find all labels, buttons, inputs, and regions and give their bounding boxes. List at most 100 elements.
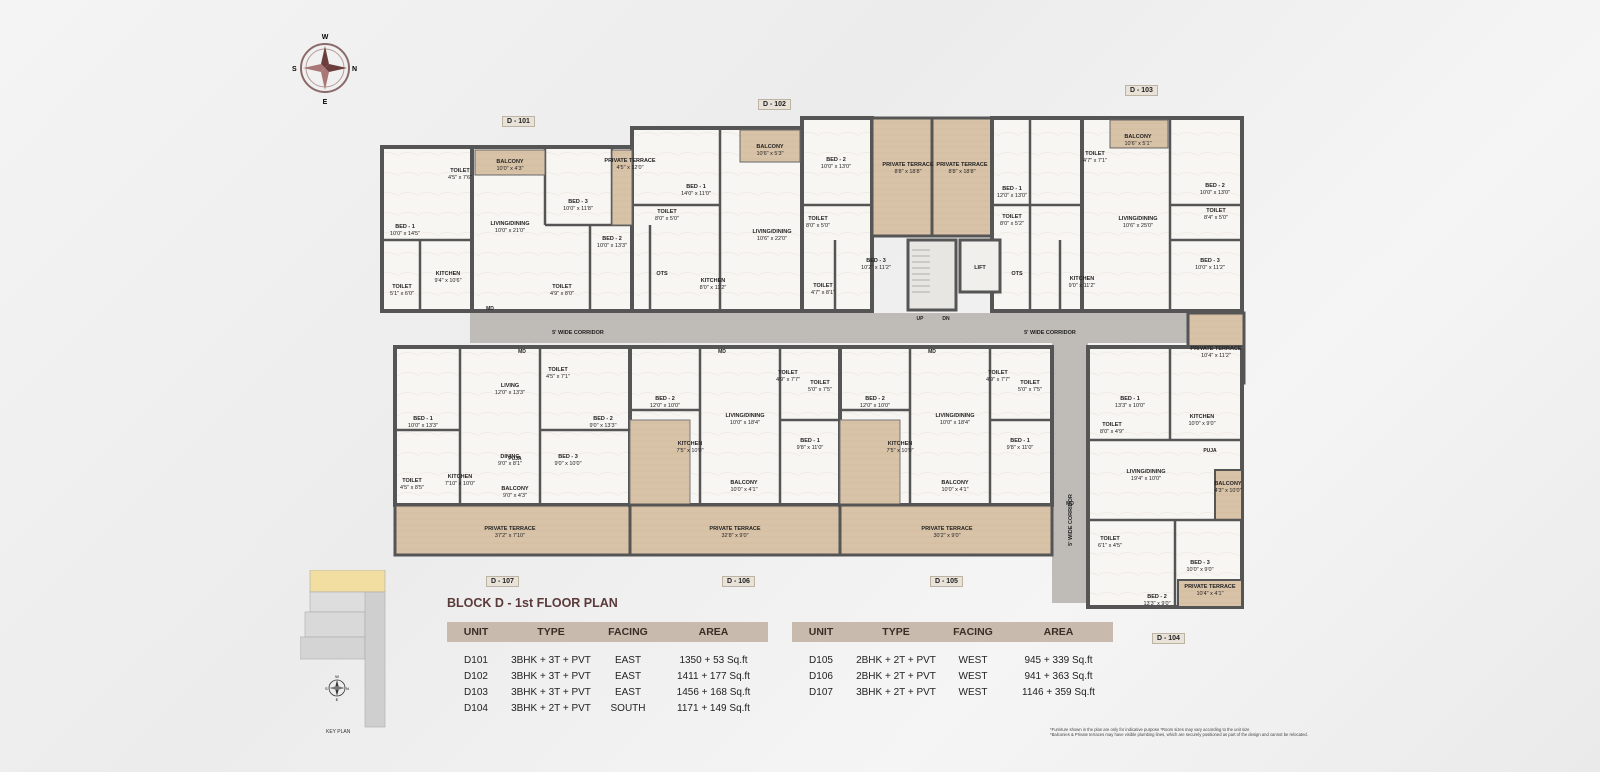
room-size: 5'0" x 7'5" <box>1018 387 1042 393</box>
cell-unit: D105 <box>809 654 833 666</box>
key-compass-s: S <box>325 686 328 691</box>
room-name: BALCONY <box>1214 481 1242 487</box>
room-r39: BED - 110'0" x 13'3" <box>408 416 438 429</box>
room-name: TOILET <box>808 216 828 222</box>
label-dn: DN <box>942 316 950 322</box>
room-size: 19'4" x 10'0" <box>1131 476 1161 482</box>
room-name: TOILET <box>988 370 1008 376</box>
key-plan: W E S N <box>300 570 386 728</box>
room-name: TOILET <box>1100 536 1120 542</box>
cell-area: 1350 + 53 Sq.ft <box>679 654 748 666</box>
room-name: BALCONY <box>730 480 758 486</box>
unit-tag-d102: D - 102 <box>758 99 791 110</box>
footnote-line-2: *Balconies & Private terraces may have v… <box>1050 732 1308 737</box>
room-size: 10'4" x 4'1" <box>1196 591 1223 597</box>
room-name: TOILET <box>1002 214 1022 220</box>
room-name: BED - 1 <box>686 184 706 190</box>
room-name: BED - 3 <box>1190 560 1210 566</box>
compass-s: S <box>292 66 297 73</box>
header-unit: UNIT <box>447 622 505 642</box>
room-size: 8'0" x 4'9" <box>1100 429 1124 435</box>
room-name: TOILET <box>392 284 412 290</box>
room-name: BED - 1 <box>1010 438 1030 444</box>
cell-unit: D104 <box>464 702 488 714</box>
key-compass-e: E <box>336 697 339 702</box>
room-size: 12'0" x 10'0" <box>650 403 680 409</box>
room-r07: BED - 210'0" x 13'3" <box>597 236 627 249</box>
corridor <box>470 313 1190 343</box>
plan-title: BLOCK D - 1st FLOOR PLAN <box>447 596 618 610</box>
room-name: TOILET <box>778 370 798 376</box>
room-size: 9'0" x 13'3" <box>589 423 616 429</box>
compass-w: W <box>322 34 329 41</box>
room-size: 9'0" x 10'0" <box>554 461 581 467</box>
label-puja: PUJA <box>1203 448 1217 454</box>
room-size: 4'5" x 8'5" <box>400 485 424 491</box>
room-name: PRIVATE TERRACE <box>709 526 760 532</box>
room-size: 10'6" x 25'0" <box>1123 223 1153 229</box>
room-r63: BED - 113'3" x 10'0" <box>1115 396 1145 409</box>
room-size: 10'0" x 4'3" <box>496 166 523 172</box>
room-name: BALCONY <box>1124 134 1152 140</box>
room-name: BED - 1 <box>1002 186 1022 192</box>
room-r03: BED - 310'0" x 11'8" <box>563 199 593 212</box>
room-name: BED - 2 <box>1205 183 1225 189</box>
cell-facing: EAST <box>614 654 642 666</box>
room-name: KITCHEN <box>888 441 912 447</box>
room-r11: BED - 114'0" x 11'0" <box>681 184 711 197</box>
room-size: 10'2" x 11'2" <box>861 265 891 271</box>
cell-facing: WEST <box>958 654 988 666</box>
room-size: 7'5" x 10'0" <box>886 448 913 454</box>
room-name: TOILET <box>813 283 833 289</box>
room-name: OTS <box>1011 271 1023 277</box>
room-name: TOILET <box>1020 380 1040 386</box>
room-size: 10'6" x 5'1" <box>1124 141 1151 147</box>
room-size: 12'0" x 10'0" <box>860 403 890 409</box>
room-size: 4'5" x 7'1" <box>546 374 570 380</box>
room-name: BED - 2 <box>655 396 675 402</box>
cell-facing: SOUTH <box>610 702 646 714</box>
room-size: 5'0" x 7'5" <box>808 387 832 393</box>
room-size: 9'8" x 11'0" <box>797 445 824 451</box>
room-name: KITCHEN <box>448 474 472 480</box>
room-name: LIVING <box>501 383 519 389</box>
room-r70: BED - 213'3" x 9'0" <box>1143 594 1170 607</box>
room-size: 10'0" x 4'1" <box>941 487 968 493</box>
label-md: MD <box>486 306 494 312</box>
room-name: KITCHEN <box>701 278 725 284</box>
room-r40: BED - 29'0" x 13'3" <box>589 416 616 429</box>
room-size: 7'5" x 10'0" <box>676 448 703 454</box>
room-name: LIFT <box>974 265 986 271</box>
room-name: 5' WIDE CORRIDOR <box>552 330 604 336</box>
cell-unit: D102 <box>464 670 488 682</box>
room-name: PRIVATE TERRACE <box>484 526 535 532</box>
room-r05: BED - 110'0" x 14'5" <box>390 224 420 237</box>
room-name: KITCHEN <box>1070 276 1094 282</box>
room-name: LIVING/DINING <box>1126 469 1165 475</box>
cell-type: 3BHK + 2T + PVT <box>511 702 591 714</box>
room-size: 9'0" x 11'2" <box>1069 283 1096 289</box>
header-facing: FACING <box>597 622 659 642</box>
room-name: OTS <box>656 271 668 277</box>
room-r47: BED - 212'0" x 10'0" <box>650 396 680 409</box>
header-unit: UNIT <box>792 622 850 642</box>
